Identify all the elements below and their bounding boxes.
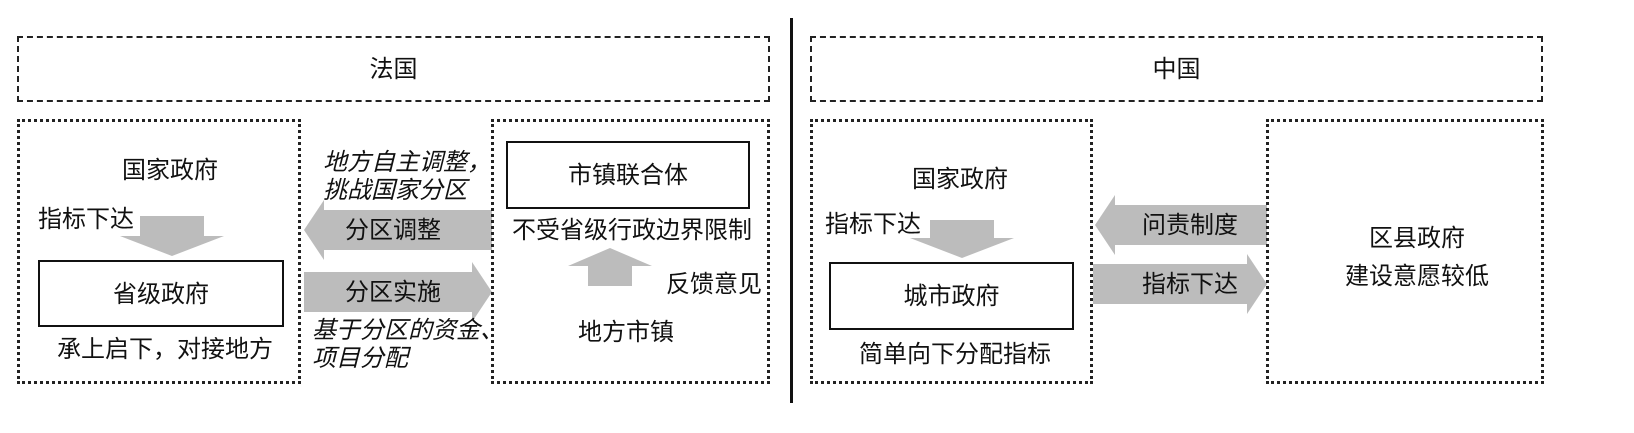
- france-header-title: 法国: [369, 55, 418, 83]
- china-header-box: 中国: [810, 36, 1543, 102]
- municipal-union-label: 市镇联合体: [568, 161, 688, 189]
- district-gov-label: 区县政府: [1369, 224, 1465, 252]
- accountability-label: 问责制度: [1142, 211, 1238, 239]
- china-down-arrow: [910, 220, 1014, 258]
- france-local-box: [491, 119, 770, 384]
- low-willingness-label: 建设意愿较低: [1345, 262, 1489, 290]
- zoning-adjust-arrow: [304, 200, 492, 260]
- indicator-down-right-label: 指标下达: [1142, 270, 1238, 298]
- provincial-role-label: 承上启下，对接地方: [57, 335, 273, 363]
- city-gov-label: 城市政府: [903, 282, 1000, 310]
- city-gov-box: 城市政府: [829, 262, 1074, 330]
- china-header-title: 中国: [1152, 55, 1201, 83]
- indicator-down-right-arrow: [1093, 254, 1267, 314]
- feedback-up-arrow: [568, 248, 652, 286]
- funding-text-line2: 项目分配: [312, 344, 408, 372]
- zoning-implement-label: 分区实施: [345, 278, 441, 306]
- france-down-arrow: [120, 216, 224, 256]
- accountability-arrow: [1095, 195, 1267, 255]
- france-government-box: [17, 119, 301, 384]
- china-government-box: [810, 119, 1093, 384]
- local-adjust-text-line2: 挑战国家分区: [323, 176, 467, 204]
- district-gov-box: [1266, 119, 1544, 384]
- simple-allocation-label: 简单向下分配指标: [859, 340, 1051, 368]
- china-indicator-down-label: 指标下达: [825, 210, 921, 238]
- zoning-implement-arrow: [304, 262, 492, 322]
- provincial-gov-box: 省级政府: [38, 260, 284, 327]
- zoning-adjust-label: 分区调整: [345, 216, 441, 244]
- local-towns-label: 地方市镇: [578, 318, 674, 346]
- france-national-gov-label: 国家政府: [122, 156, 218, 184]
- france-header-box: 法国: [17, 36, 770, 102]
- france-indicator-down-label: 指标下达: [38, 205, 134, 233]
- municipal-union-box: 市镇联合体: [506, 141, 750, 209]
- feedback-label: 反馈意见: [666, 270, 762, 298]
- funding-text-line1: 基于分区的资金、: [312, 316, 504, 344]
- local-adjust-text-line1: 地方自主调整，: [323, 148, 491, 176]
- no-boundary-limit-label: 不受省级行政边界限制: [512, 216, 752, 244]
- provincial-gov-label: 省级政府: [113, 279, 209, 308]
- panel-divider: [790, 18, 793, 403]
- china-national-gov-label: 国家政府: [912, 165, 1008, 193]
